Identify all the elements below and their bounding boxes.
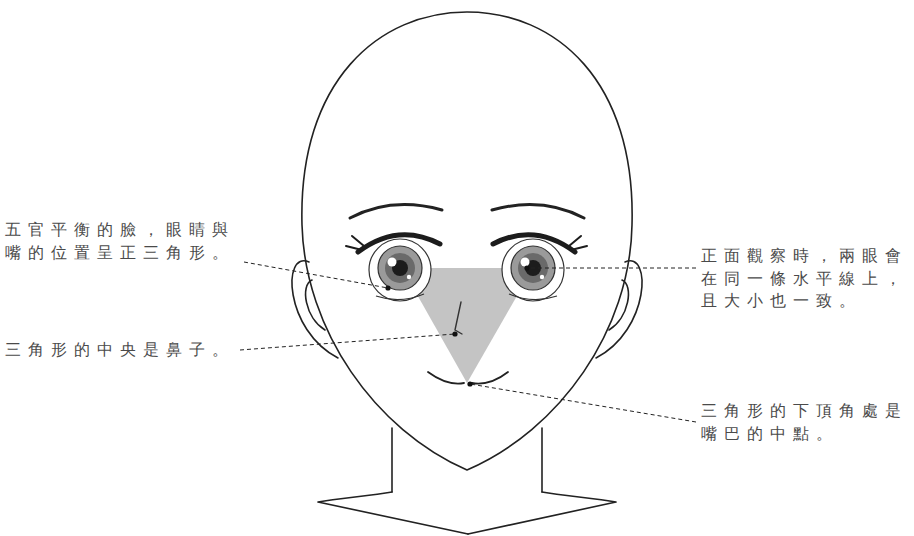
leader-dot xyxy=(524,265,529,270)
mouth xyxy=(428,372,508,384)
left-eye xyxy=(346,235,440,301)
right-ear-inner xyxy=(609,280,628,330)
highlight xyxy=(388,258,397,267)
face-outline xyxy=(302,12,632,470)
eye-white xyxy=(502,239,564,301)
leader-lines xyxy=(240,262,696,422)
highlight-small xyxy=(540,275,544,279)
lash-flick xyxy=(569,236,587,250)
annotation-text: 正面觀察時，兩眼會在同一條水平線上，且大小也一致。 xyxy=(701,245,910,313)
lash-flick xyxy=(346,236,364,250)
highlight xyxy=(521,258,530,267)
leader-dot xyxy=(452,331,457,336)
leader-dot xyxy=(385,285,390,290)
left-eyebrow xyxy=(350,205,442,218)
leader-line xyxy=(240,334,455,350)
annotation-text: 五官平衡的臉，眼睛與嘴的位置呈正三角形。 xyxy=(5,219,237,264)
highlight-small xyxy=(407,275,411,279)
annotation-text: 三角形的下頂角處是嘴巴的中點。 xyxy=(701,400,910,445)
neck-right xyxy=(541,428,543,492)
lower-lid xyxy=(509,294,557,300)
leader-line xyxy=(527,268,696,269)
shoulder-right xyxy=(468,492,616,534)
eye-white xyxy=(369,239,431,301)
annotation-text: 三角形的中央是鼻子。 xyxy=(5,339,241,362)
head-outline xyxy=(292,12,642,534)
upper-lash xyxy=(358,235,440,252)
leader-dot xyxy=(467,381,472,386)
neck-left xyxy=(391,428,393,492)
lower-lid xyxy=(376,294,424,300)
shoulder-left xyxy=(318,492,468,534)
iris-inner xyxy=(385,253,415,283)
right-ear xyxy=(596,261,642,358)
iris xyxy=(378,246,422,290)
leader-dots xyxy=(385,265,529,386)
upper-lash xyxy=(493,235,575,252)
nose xyxy=(455,302,462,334)
eyebrows xyxy=(350,205,584,218)
left-ear-inner xyxy=(306,280,325,330)
leader-line xyxy=(470,384,696,422)
right-eyebrow xyxy=(492,205,584,218)
leader-line xyxy=(244,262,388,288)
